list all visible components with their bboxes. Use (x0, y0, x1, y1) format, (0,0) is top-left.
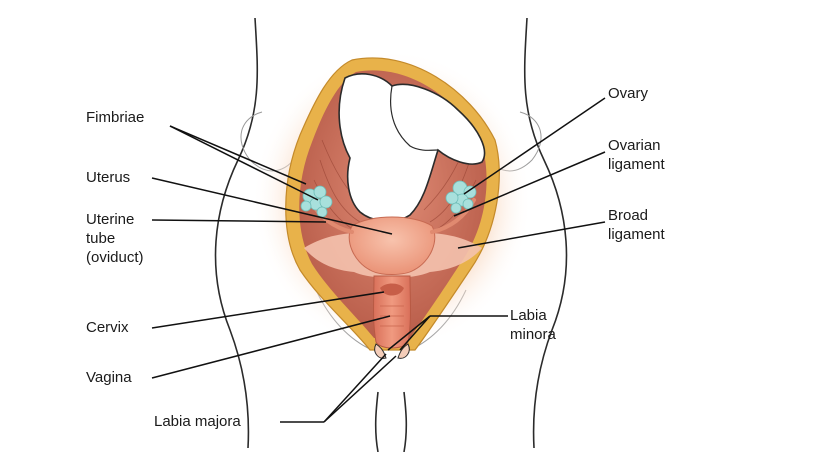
label-ovarian-ligament: Ovarian ligament (608, 137, 665, 173)
bowel-fold (389, 85, 439, 151)
left-ovary (300, 185, 333, 218)
label-cervix: Cervix (86, 319, 129, 336)
uterus-shape (348, 216, 436, 275)
label-labia-majora: Labia majora (154, 413, 241, 430)
right-ovary (445, 180, 477, 214)
leader-labia-majora-3 (323, 355, 397, 423)
leader-ovary (463, 97, 606, 195)
vagina-shape (373, 275, 411, 349)
label-vagina: Vagina (86, 369, 132, 386)
leader-fimbriae-1 (169, 125, 307, 185)
leader-uterine-tube (151, 219, 327, 223)
label-uterus: Uterus (86, 169, 131, 186)
leader-broad-ligament (457, 221, 606, 249)
leader-fimbriae-2 (169, 125, 319, 201)
vaginal-rugae (380, 305, 404, 327)
leader-labia-majora-2 (323, 353, 387, 423)
leader-vagina (151, 315, 391, 379)
leader-uterus (151, 177, 393, 235)
label-labia-minora: Labia minora (510, 307, 556, 343)
label-ovary: Ovary (608, 85, 649, 102)
leader-lines (151, 97, 606, 423)
leader-labia-minora-3 (399, 315, 431, 351)
label-uterine-tube: Uterine tube (oviduct) (86, 211, 144, 266)
leader-labia-minora-2 (387, 315, 431, 351)
label-broad-ligament: Broad ligament (608, 207, 665, 243)
labia (374, 343, 410, 359)
leader-ovarian-ligament (453, 151, 606, 217)
label-fimbriae: Fimbriae (86, 109, 145, 126)
ovaries (300, 180, 477, 218)
body-outline (214, 17, 568, 452)
cervix-shape (380, 283, 404, 296)
leader-cervix (151, 291, 385, 329)
